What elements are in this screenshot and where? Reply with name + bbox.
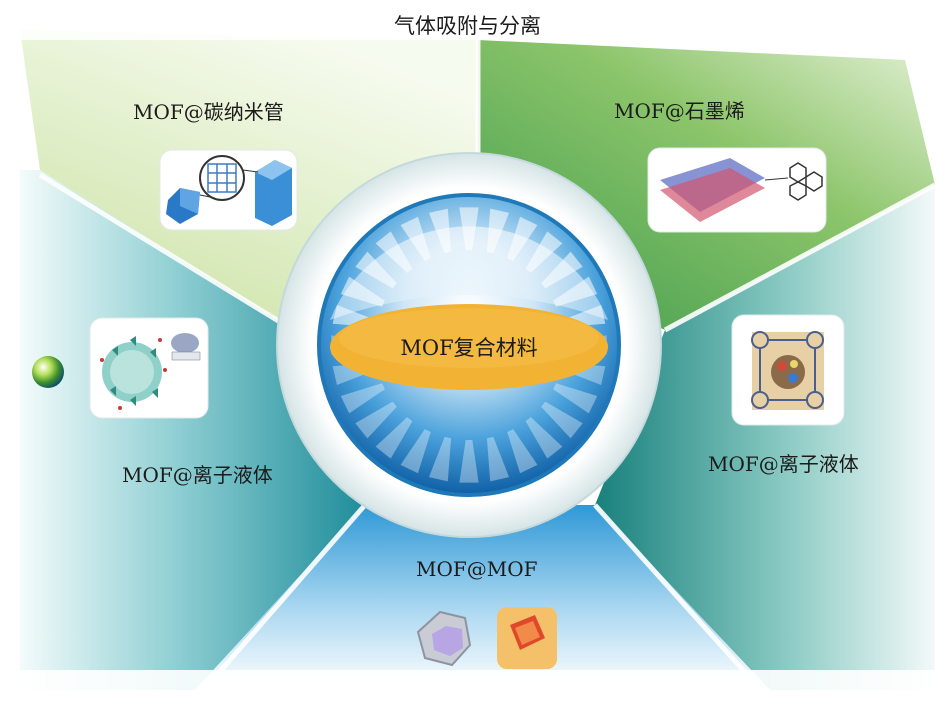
diagram-title: 气体吸附与分离: [394, 14, 541, 38]
sphere-ray: [486, 436, 510, 482]
thumb-nanotube: [159, 149, 298, 231]
center-label: MOF复合材料: [400, 336, 538, 360]
sphere-ray: [340, 276, 385, 307]
sphere-ray: [375, 417, 413, 459]
sphere-ray: [507, 216, 538, 261]
label-ionic-right: MOF@离子液体: [708, 452, 859, 476]
label-mofmof: MOF@MOF: [416, 557, 538, 581]
sphere-ray: [525, 231, 563, 273]
center-ellipse: [330, 304, 608, 390]
segment-right-bg: [595, 185, 935, 690]
center-ellipse-highlight: [339, 308, 599, 368]
thumb-framework-right: [731, 314, 845, 426]
thumb-core-shell: [416, 607, 557, 669]
sphere-ray: [459, 439, 479, 483]
sphere-ray: [340, 383, 385, 414]
sphere-ray: [541, 251, 583, 289]
sphere-ray: [400, 216, 431, 261]
top-fade: [0, 0, 947, 40]
label-graphene: MOF@石墨烯: [614, 99, 745, 123]
thumb-ionic-left: [89, 317, 209, 419]
framework-molecule-icon: [751, 331, 824, 409]
sphere-ray: [507, 429, 538, 474]
label-ionic-left: MOF@离子液体: [122, 463, 273, 487]
segment-bottom-bg: [195, 505, 770, 690]
sphere-ray: [525, 417, 563, 459]
sphere-ray: [486, 208, 510, 254]
thumb-graphene: [647, 147, 827, 233]
sphere-rim: [317, 193, 621, 497]
sphere-ray: [459, 207, 479, 251]
segment-left-bg: [20, 170, 365, 690]
sphere-ray: [541, 401, 583, 439]
sphere-ray: [553, 383, 598, 414]
sphere-ray: [355, 251, 397, 289]
sphere-ray: [400, 429, 431, 474]
sphere-ray: [355, 401, 397, 439]
sphere-ray: [428, 436, 452, 482]
label-cnt: MOF@碳纳米管: [133, 100, 284, 124]
sphere-ray: [553, 276, 598, 307]
sphere-ray: [428, 208, 452, 254]
ring-edge: [276, 152, 662, 538]
bullet-sphere-icon: [32, 356, 64, 388]
sphere-ray: [375, 231, 413, 273]
sphere-ray-pattern: [331, 207, 607, 483]
bottom-fade: [0, 670, 947, 713]
